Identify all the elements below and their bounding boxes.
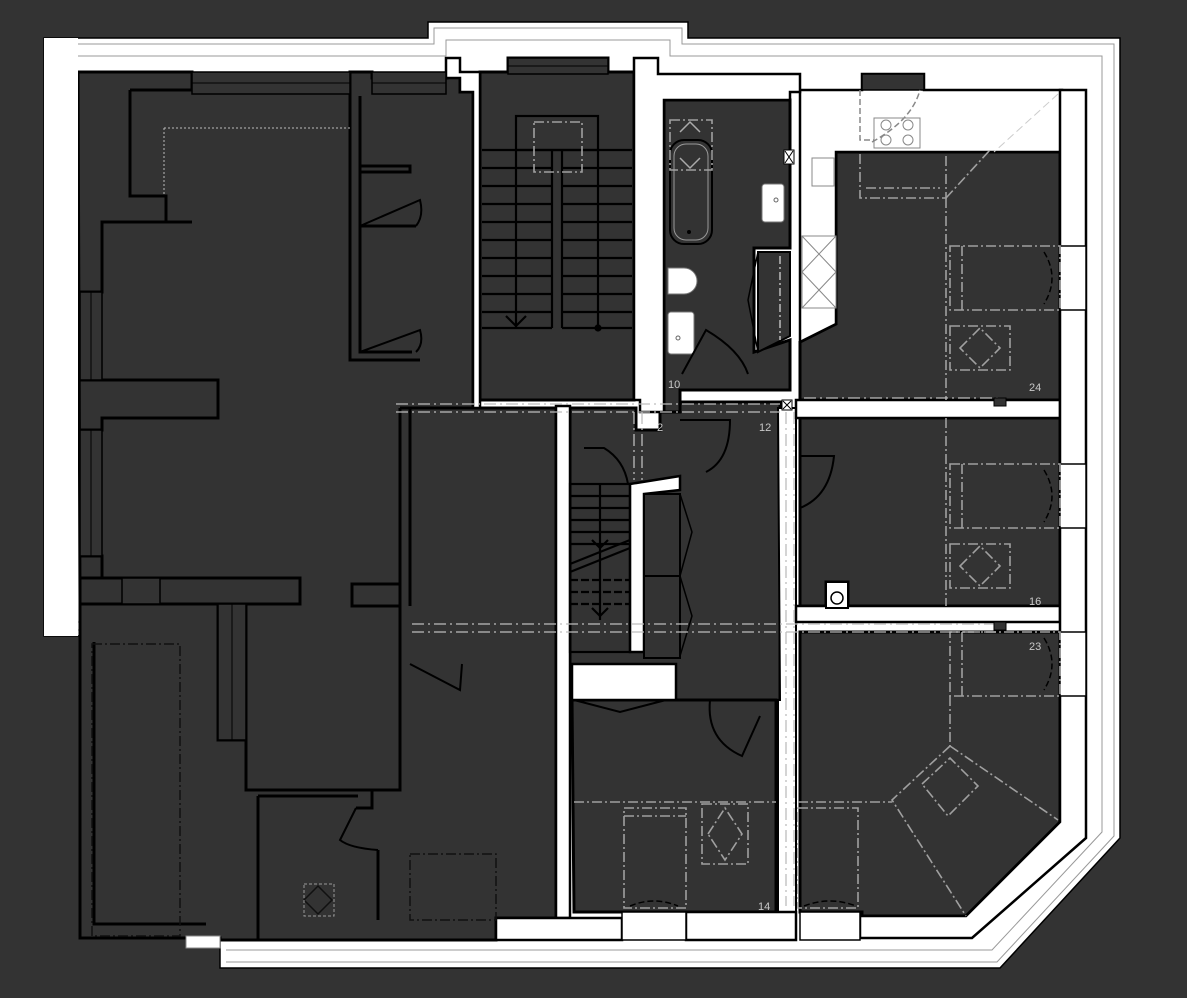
cooktop-icon [873, 117, 921, 149]
interior-walls [44, 38, 1088, 942]
washbasin-icon [761, 183, 785, 223]
bathroom-fixtures [667, 119, 795, 355]
left-apartment-walls [78, 78, 420, 940]
bathtub-icon [673, 143, 709, 241]
round-column-icon [830, 591, 844, 605]
room-label-16: 16 [1029, 596, 1042, 608]
staircase-secondary [568, 482, 632, 654]
room-label-2: 2 [657, 422, 664, 434]
room-label-10: 10 [668, 379, 681, 391]
kitchen [801, 89, 1059, 309]
wardrobe [643, 493, 693, 659]
toilet-icon [667, 267, 698, 295]
doors [338, 198, 1053, 907]
stair-lift-outline [533, 121, 583, 173]
room-label-14: 14 [758, 901, 771, 913]
shaft-markers [781, 397, 1007, 631]
room-label-23: 23 [1029, 641, 1042, 653]
room-label-24: 24 [1029, 382, 1042, 394]
furniture-outlines [91, 127, 1061, 937]
windows [79, 57, 1087, 949]
staircase-main [482, 114, 632, 332]
small-washbasin-icon [667, 311, 695, 355]
structural-axes [396, 397, 1000, 906]
room-label-12: 12 [759, 422, 772, 434]
